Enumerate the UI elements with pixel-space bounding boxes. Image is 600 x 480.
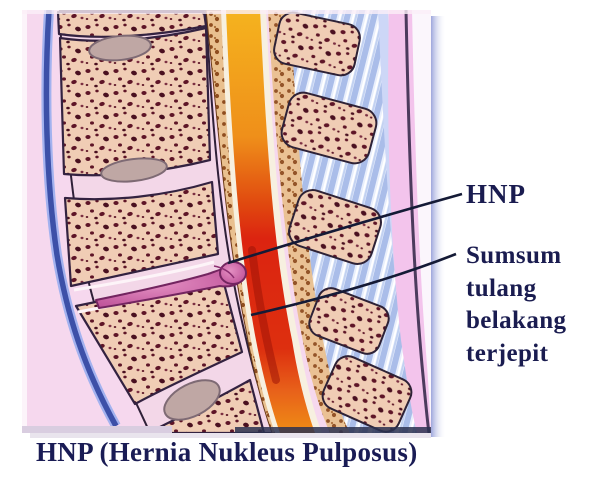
hernia-crease [213,265,235,279]
pointer-line-hnp [227,192,463,265]
bottom-drop-shadow [30,433,431,438]
skin-outline [404,10,431,433]
nucleus-pulposus [100,157,168,183]
label-line: belakang [466,307,567,334]
spinous-process [273,11,361,77]
label-line: tulang [466,274,537,302]
label-line: Sumsum [466,242,562,269]
annulus-highlight [73,260,215,292]
anterior-ligament [43,10,119,428]
label-pinched-cord: Sumsum tulang belakang terjepit [466,240,566,370]
right-drop-shadow [431,16,446,437]
pointer-line-pinched-cord [250,252,457,317]
spinous-process [308,287,390,355]
top-edge [22,10,431,14]
left-margin [22,10,27,433]
label-line: terjepit [466,339,549,367]
spinous-process [280,91,378,165]
vertebra [63,180,220,288]
bottom-edge-light [22,426,172,433]
herniated-nucleus-bulge [219,261,247,285]
nucleus-pulposus [163,379,221,421]
spinous-process [321,355,413,433]
spinal-cord [226,10,315,433]
label-hnp: HNP [466,179,526,209]
spinous-process [288,189,382,265]
pinched-spinal-cord [248,246,280,384]
figure-caption: HNP (Hernia Nukleus Pulposus) [36,437,418,467]
bottom-edge-dark [235,427,431,433]
nucleus-pulposus [88,34,152,62]
